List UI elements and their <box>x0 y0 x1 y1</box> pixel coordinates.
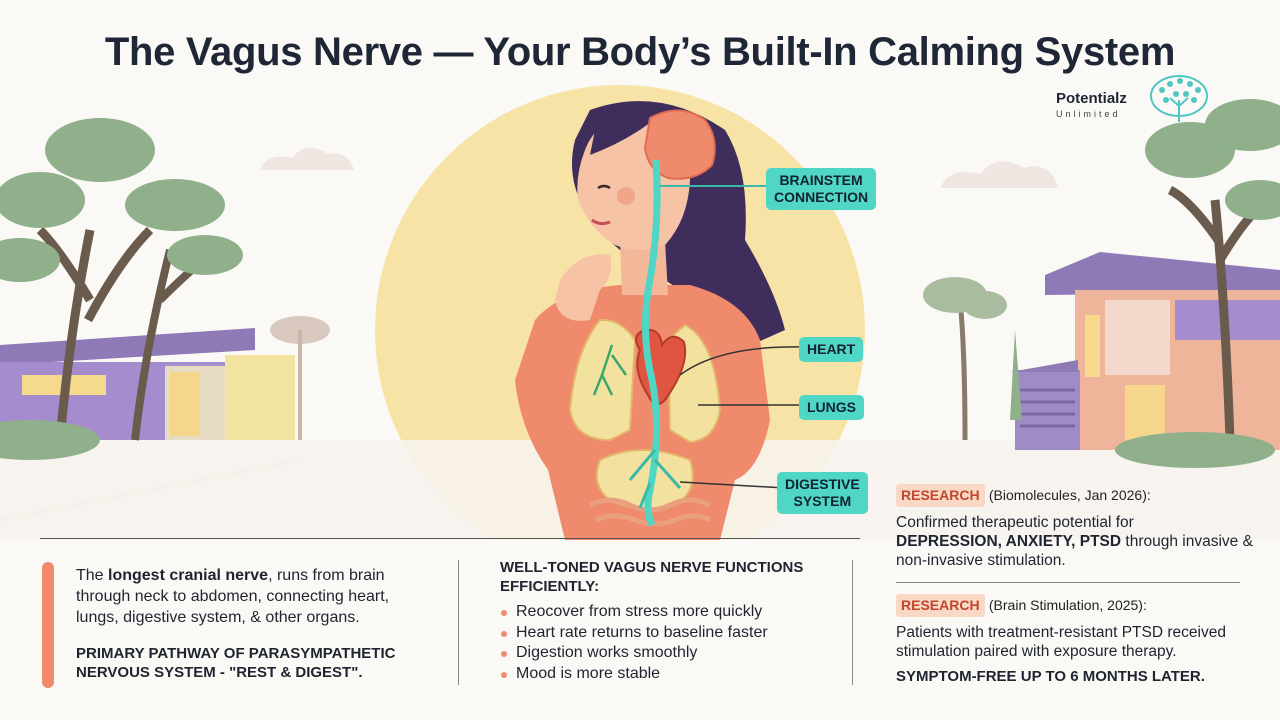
functions-heading: WELL-TONED VAGUS NERVE FUNCTIONS EFFICIE… <box>500 559 804 595</box>
accent-bar <box>42 562 54 688</box>
right-house <box>1010 252 1280 450</box>
research-1-bold: DEPRESSION, ANXIETY, PTSD <box>896 533 1122 550</box>
intro-panel: The longest cranial nerve, runs from bra… <box>76 565 436 682</box>
research-2-body: Patients with treatment-resistant PTSD r… <box>896 624 1226 660</box>
right-trees <box>923 99 1280 468</box>
woman-figure <box>515 101 785 540</box>
column-divider-1 <box>458 560 459 685</box>
list-item: Digestion works smoothly <box>500 643 830 664</box>
callout-heart: HEART <box>799 337 864 362</box>
research-1-text: Confirmed therapeutic potential for <box>896 514 1134 531</box>
functions-panel: WELL-TONED VAGUS NERVE FUNCTIONS EFFICIE… <box>500 558 830 684</box>
intro-text-end: , runs from brain through neck to abdome… <box>76 567 390 626</box>
research-2-bold: SYMPTOM-FREE UP TO 6 MONTHS LATER. <box>896 668 1205 685</box>
research-source: (Biomolecules, Jan 2026): <box>988 487 1151 503</box>
functions-list: Reocover from stress more quickly Heart … <box>500 602 830 684</box>
list-item: Mood is more stable <box>500 664 830 685</box>
intro-bold: longest cranial nerve <box>108 567 269 584</box>
column-divider-2 <box>852 560 853 685</box>
research-tag: RESEARCH <box>896 484 985 507</box>
intro-text: The longest cranial nerve, runs from bra… <box>76 565 436 628</box>
logo-subtitle: Unlimited <box>1056 109 1121 119</box>
callout-brainstem-line2: CONNECTION <box>774 189 869 205</box>
research-divider <box>896 582 1240 583</box>
callout-brainstem-line1: BRAINSTEM <box>779 172 863 188</box>
research-2-header: RESEARCH (Brain Stimulation, 2025): <box>896 594 1266 617</box>
left-trees <box>0 118 330 460</box>
primary-pathway: PRIMARY PATHWAY OF PARASYMPATHETIC NERVO… <box>76 645 396 681</box>
logo-name: Potentialz <box>1056 90 1127 107</box>
research-tag: RESEARCH <box>896 594 985 617</box>
list-item: Reocover from stress more quickly <box>500 602 830 623</box>
callout-lungs: LUNGS <box>799 395 864 420</box>
callout-brainstem: BRAINSTEM CONNECTION <box>766 168 877 210</box>
brand-logo: Potentialz Unlimited <box>1056 72 1216 128</box>
brain-tree-icon <box>1150 75 1208 122</box>
research-1-text-after: through invasive & non-invasive stimulat… <box>896 533 1253 569</box>
section-divider <box>40 538 860 539</box>
illustration-scene <box>0 85 1280 540</box>
callout-digestive-line1: DIGESTIVE <box>785 476 860 492</box>
callout-digestive-line2: SYSTEM <box>793 493 852 509</box>
research-card-1: RESEARCH (Biomolecules, Jan 2026): Confi… <box>896 484 1266 570</box>
research-card-2: RESEARCH (Brain Stimulation, 2025): Pati… <box>896 594 1266 686</box>
research-1-header: RESEARCH (Biomolecules, Jan 2026): <box>896 484 1266 507</box>
intro-text-start: The <box>76 567 109 584</box>
list-item: Heart rate returns to baseline faster <box>500 623 830 644</box>
page-title: The Vagus Nerve — Your Body’s Built-In C… <box>104 30 1176 74</box>
research-source: (Brain Stimulation, 2025): <box>988 597 1147 613</box>
callout-digestive: DIGESTIVE SYSTEM <box>777 472 868 514</box>
